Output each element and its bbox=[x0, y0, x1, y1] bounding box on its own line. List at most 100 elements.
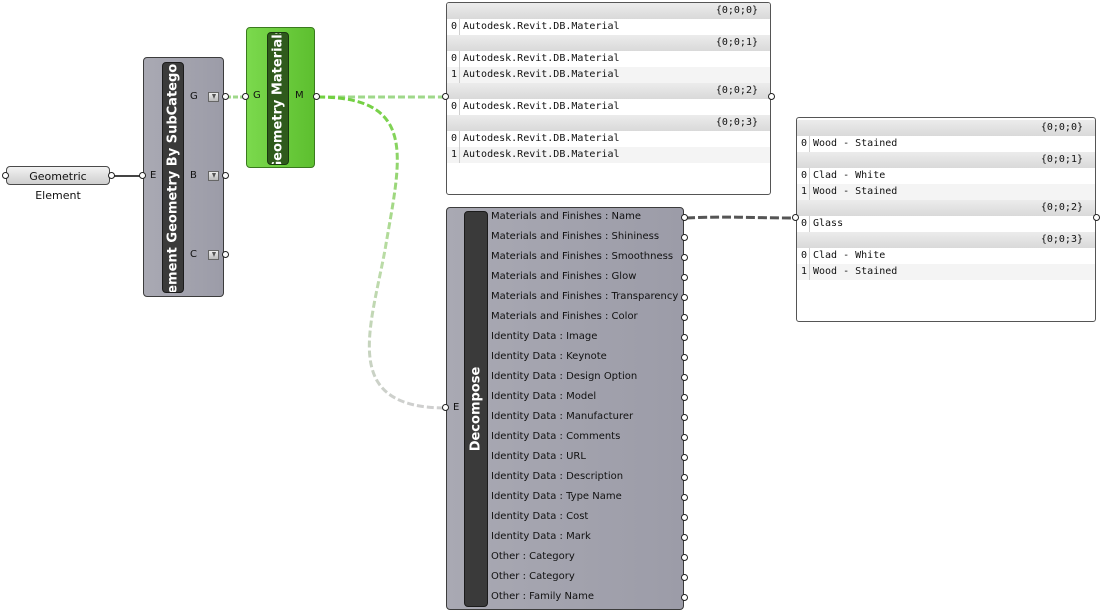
geometry-materials-output-m[interactable]: M bbox=[295, 90, 304, 101]
decompose-output-grip[interactable] bbox=[681, 294, 688, 301]
panel-item: 0 Wood - Stained bbox=[797, 136, 1095, 152]
decompose-output-label[interactable]: Other : Category bbox=[491, 551, 575, 562]
names-panel-output-grip[interactable] bbox=[1093, 214, 1100, 221]
decompose-output-label[interactable]: Other : Category bbox=[491, 571, 575, 582]
decompose-output-label[interactable]: Materials and Finishes : Name bbox=[491, 211, 642, 222]
decompose-output-label[interactable]: Materials and Finishes : Transparency bbox=[491, 291, 679, 302]
decompose-output-grip[interactable] bbox=[681, 514, 688, 521]
decompose-output-label[interactable]: Identity Data : Description bbox=[491, 471, 624, 482]
decompose-output-label[interactable]: Identity Data : URL bbox=[491, 451, 586, 462]
decompose-output-grip[interactable] bbox=[681, 334, 688, 341]
geometry-materials-input-g[interactable]: G bbox=[253, 90, 261, 101]
decompose-output-label[interactable]: Materials and Finishes : Color bbox=[491, 311, 638, 322]
element-geometry-title-bar: Element Geometry By SubCategory bbox=[162, 62, 184, 293]
decompose-output-grip[interactable] bbox=[681, 254, 688, 261]
panel-item-value: Wood - Stained bbox=[813, 138, 898, 149]
panel-item-value: Wood - Stained bbox=[813, 266, 898, 277]
panel-branch-path: {0;0;3} bbox=[447, 115, 770, 131]
panel-item-value: Glass bbox=[813, 218, 844, 229]
decompose-output-label[interactable]: Other : Family Name bbox=[491, 591, 594, 602]
decompose-output-grip[interactable] bbox=[681, 594, 688, 601]
element-geometry-title: Element Geometry By SubCategory bbox=[165, 62, 181, 293]
element-geometry-output-c[interactable]: C bbox=[190, 249, 197, 260]
filter-icon[interactable] bbox=[208, 250, 219, 260]
decompose-output-grip[interactable] bbox=[681, 374, 688, 381]
decompose-output-grip[interactable] bbox=[681, 554, 688, 561]
decompose-input-grip[interactable] bbox=[442, 404, 449, 411]
element-geometry-g-grip[interactable] bbox=[222, 93, 229, 100]
panel-branch-path: {0;0;1} bbox=[797, 152, 1095, 168]
element-geometry-component[interactable]: Element Geometry By SubCategory E G B C bbox=[143, 57, 224, 297]
decompose-output-grip[interactable] bbox=[681, 394, 688, 401]
filter-icon[interactable] bbox=[208, 92, 219, 102]
decompose-component[interactable]: Decompose E bbox=[446, 207, 684, 610]
panel-item-index: 1 bbox=[451, 149, 458, 160]
decompose-output-label[interactable]: Identity Data : Comments bbox=[491, 431, 621, 442]
panel-item-index: 0 bbox=[451, 101, 458, 112]
decompose-output-label[interactable]: Identity Data : Manufacturer bbox=[491, 411, 634, 422]
element-geometry-input-e[interactable]: E bbox=[150, 170, 157, 181]
decompose-input-e[interactable]: E bbox=[453, 402, 460, 413]
panel-item: 0 Glass bbox=[797, 216, 1095, 232]
decompose-output-label[interactable]: Materials and Finishes : Smoothness bbox=[491, 251, 674, 262]
panel-branch-path: {0;0;1} bbox=[447, 35, 770, 51]
decompose-output-grip[interactable] bbox=[681, 414, 688, 421]
element-geometry-c-grip[interactable] bbox=[222, 251, 229, 258]
materials-panel-input-grip[interactable] bbox=[442, 93, 449, 100]
element-geometry-output-b[interactable]: B bbox=[190, 170, 197, 181]
panel-item: 0 Autodesk.Revit.DB.Material bbox=[447, 19, 770, 35]
decompose-output-label[interactable]: Identity Data : Model bbox=[491, 391, 597, 402]
panel-item-value: Autodesk.Revit.DB.Material bbox=[463, 21, 620, 32]
geometry-materials-output-grip[interactable] bbox=[313, 93, 320, 100]
decompose-output-grip[interactable] bbox=[681, 454, 688, 461]
decompose-output-grip[interactable] bbox=[681, 314, 688, 321]
panel-item-index: 0 bbox=[451, 21, 458, 32]
decompose-output-grip[interactable] bbox=[681, 274, 688, 281]
decompose-output-label[interactable]: Identity Data : Cost bbox=[491, 511, 589, 522]
decompose-output-grip[interactable] bbox=[681, 354, 688, 361]
panel-branch-path: {0;0;0} bbox=[447, 3, 770, 19]
panel-item-index: 0 bbox=[451, 133, 458, 144]
decompose-output-label[interactable]: Identity Data : Mark bbox=[491, 531, 591, 542]
materials-panel-output-grip[interactable] bbox=[768, 93, 775, 100]
geometric-element-param[interactable]: Geometric Element bbox=[6, 166, 110, 202]
wire-name-to-panel bbox=[685, 215, 797, 220]
decompose-title: Decompose bbox=[468, 366, 484, 452]
names-panel-input-grip[interactable] bbox=[792, 214, 799, 221]
decompose-output-grip[interactable] bbox=[681, 574, 688, 581]
decompose-output-grip[interactable] bbox=[681, 474, 688, 481]
decompose-output-grip[interactable] bbox=[681, 234, 688, 241]
decompose-output-grip[interactable] bbox=[681, 534, 688, 541]
decompose-output-label[interactable]: Materials and Finishes : Shininess bbox=[491, 231, 660, 242]
element-geometry-output-g[interactable]: G bbox=[190, 91, 198, 102]
geometry-materials-title-bar: Geometry Materials bbox=[267, 32, 289, 165]
panel-item-index: 0 bbox=[801, 170, 808, 181]
decompose-output-label[interactable]: Identity Data : Type Name bbox=[491, 491, 622, 502]
decompose-output-grip[interactable] bbox=[681, 434, 688, 441]
decompose-output-label[interactable]: Identity Data : Keynote bbox=[491, 351, 607, 362]
element-geometry-input-grip[interactable] bbox=[139, 172, 146, 179]
decompose-output-grip[interactable] bbox=[681, 494, 688, 501]
decompose-output-label[interactable]: Identity Data : Image bbox=[491, 331, 598, 342]
element-geometry-b-grip[interactable] bbox=[222, 172, 229, 179]
panel-item-index: 0 bbox=[801, 138, 808, 149]
param-input-grip[interactable] bbox=[2, 172, 9, 179]
panel-item: 0 Autodesk.Revit.DB.Material bbox=[447, 99, 770, 115]
filter-icon[interactable] bbox=[208, 171, 219, 181]
panel-item-value: Autodesk.Revit.DB.Material bbox=[463, 101, 620, 112]
decompose-output-grip[interactable] bbox=[681, 214, 688, 221]
panel-item-value: Clad - White bbox=[813, 250, 886, 261]
geometry-materials-component[interactable]: Geometry Materials G M bbox=[246, 27, 315, 168]
param-output-grip[interactable] bbox=[108, 172, 115, 179]
decompose-output-label[interactable]: Identity Data : Design Option bbox=[491, 371, 638, 382]
panel-item-value: Clad - White bbox=[813, 170, 886, 181]
panel-item-index: 1 bbox=[451, 69, 458, 80]
panel-item-index: 0 bbox=[801, 218, 808, 229]
decompose-output-label[interactable]: Materials and Finishes : Glow bbox=[491, 271, 637, 282]
geometry-materials-input-grip[interactable] bbox=[242, 93, 249, 100]
